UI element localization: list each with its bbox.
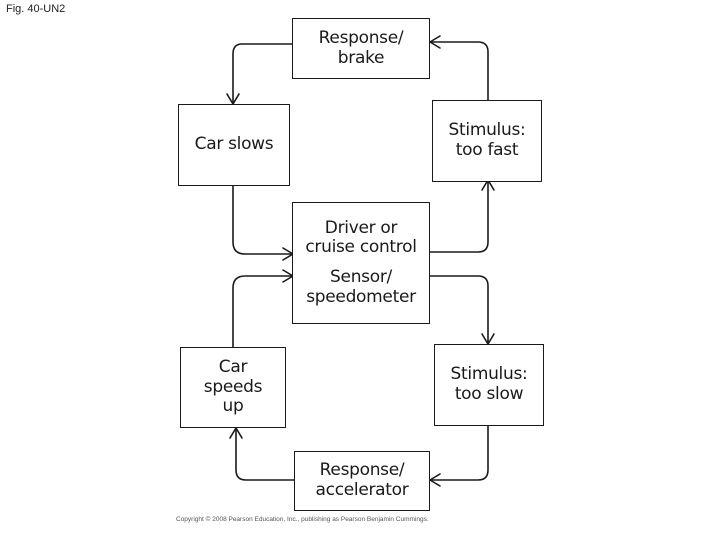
- car-slows-box: Car slows: [178, 104, 290, 186]
- arrow-accelerator-to-car-speeds-up: [235, 429, 295, 481]
- arrowhead-car-speeds-up: [229, 427, 243, 439]
- arrow-brake-to-car-slows: [232, 43, 293, 103]
- arrow-too-slow-to-accelerator: [431, 425, 489, 481]
- copyright-notice: Copyright © 2008 Pearson Education, Inc.…: [176, 516, 429, 523]
- driver-label: Driver or: [324, 217, 398, 238]
- arrow-car-slows-to-driver: [232, 185, 293, 255]
- car-speeds-up-box: Car speeds up: [180, 347, 286, 428]
- response-accelerator-box: Response/ accelerator: [294, 451, 430, 511]
- arrow-car-speeds-up-to-sensor: [232, 275, 293, 348]
- stimulus-too-slow-box: Stimulus: too slow: [434, 344, 544, 426]
- sensor-label: Sensor/: [330, 267, 392, 287]
- arrow-too-fast-to-brake: [431, 41, 489, 101]
- arrow-sensor-to-too-slow: [429, 275, 489, 343]
- stimulus-too-fast-box: Stimulus: too fast: [432, 100, 542, 182]
- arrow-driver-to-too-fast: [429, 181, 489, 253]
- response-brake-box: Response/ brake: [292, 18, 430, 79]
- driver-sensor-box: Driver or cruise control Sensor/ speedom…: [292, 202, 430, 324]
- arrowhead-accelerator: [429, 473, 441, 487]
- arrowhead-brake: [429, 35, 441, 49]
- driver-label-2: cruise control: [305, 237, 417, 258]
- figure-label: Fig. 40-UN2: [6, 3, 66, 15]
- sensor-label-2: speedometer: [306, 286, 416, 307]
